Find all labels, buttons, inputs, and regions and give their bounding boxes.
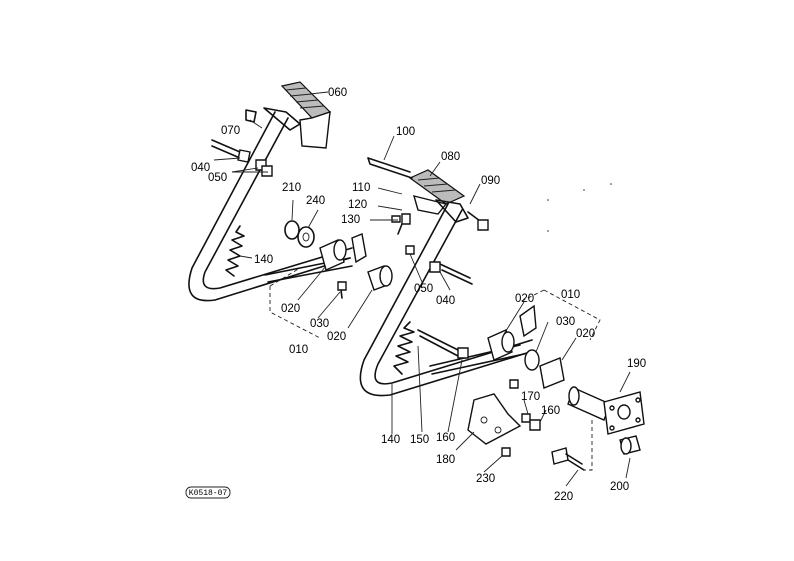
callout-130: 130 <box>341 214 360 226</box>
callout-160b: 160 <box>436 432 455 444</box>
spring-right <box>393 321 415 375</box>
rod-150 <box>417 329 463 357</box>
callout-230: 230 <box>476 473 495 485</box>
callout-010b: 010 <box>561 289 580 301</box>
callout-040b: 040 <box>436 295 455 307</box>
group-box-right <box>519 289 601 341</box>
pedal-pad-left <box>280 81 332 149</box>
callout-190: 190 <box>627 358 646 370</box>
callout-140b: 140 <box>381 434 400 446</box>
shaft-plate-190 <box>567 386 645 435</box>
callout-020a: 020 <box>281 303 300 315</box>
callout-020c: 020 <box>515 293 534 305</box>
bolts-left <box>211 109 347 299</box>
bushings-right <box>487 304 565 389</box>
callout-050b: 050 <box>414 283 433 295</box>
bracket-180 <box>467 393 522 445</box>
bolt-line-220 <box>584 420 593 471</box>
callout-100: 100 <box>396 126 415 138</box>
callout-140a: 140 <box>254 254 273 266</box>
callout-020d: 020 <box>576 328 595 340</box>
figure-reference-text: K0518-07 <box>189 489 228 498</box>
left-pedal-assembly <box>188 81 393 339</box>
callout-220: 220 <box>554 491 573 503</box>
callout-030b: 030 <box>556 316 575 328</box>
figure-reference-badge: K0518-07 <box>185 486 231 499</box>
callout-150: 150 <box>410 434 429 446</box>
washers-left <box>284 220 315 248</box>
leaders-left <box>213 91 373 329</box>
callout-040a: 040 <box>191 162 210 174</box>
bolt-220 <box>551 447 585 471</box>
group-box-left <box>269 267 321 339</box>
callout-210: 210 <box>282 182 301 194</box>
bushings-left <box>319 233 393 291</box>
callout-110: 110 <box>352 182 370 194</box>
callout-200: 200 <box>610 481 629 493</box>
pedal-arm-right <box>359 199 533 397</box>
callout-labels: 060 070 040 050 210 240 140 020 030 010 … <box>191 87 646 503</box>
callout-010a: 010 <box>289 344 308 356</box>
callout-120: 120 <box>348 199 367 211</box>
leaders-right <box>370 135 631 487</box>
callout-050a: 050 <box>208 172 227 184</box>
pedal-pad-right <box>408 169 466 215</box>
callout-030a: 030 <box>310 318 329 330</box>
callout-070: 070 <box>221 125 240 137</box>
callout-060a: 060 <box>328 87 347 99</box>
callout-170: 170 <box>521 391 540 403</box>
callout-080: 080 <box>441 151 460 163</box>
bracket-100 <box>367 157 413 179</box>
right-pedal-assembly <box>359 135 645 487</box>
bolts-right <box>391 211 541 457</box>
callout-020b: 020 <box>327 331 346 343</box>
callout-160a: 160 <box>541 405 560 417</box>
callout-240: 240 <box>306 195 325 207</box>
spring-left <box>225 225 245 277</box>
scan-specks <box>547 183 612 232</box>
bushing-200 <box>619 435 641 455</box>
callout-090: 090 <box>481 175 500 187</box>
callout-180: 180 <box>436 454 455 466</box>
